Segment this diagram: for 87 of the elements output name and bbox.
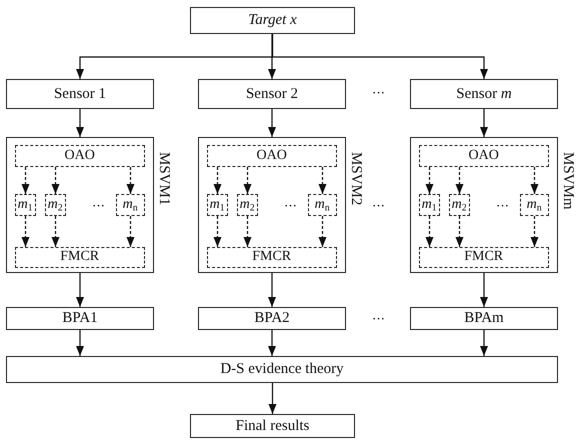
dashed-process-box	[44, 194, 66, 216]
box-label: Target x	[248, 13, 297, 28]
box-label: m$_{1}$	[422, 198, 437, 212]
process-box	[6, 356, 558, 383]
box-label: m$_{n}$	[314, 198, 330, 212]
dashed-process-box	[448, 194, 470, 216]
process-box	[6, 79, 154, 109]
arrow	[52, 167, 60, 194]
arrow	[22, 216, 30, 247]
arrow	[456, 216, 464, 247]
dashed-process-box	[14, 246, 145, 268]
box-label: Sensor 2	[246, 86, 298, 102]
box-label: m$_{2}$	[240, 198, 255, 212]
arrow	[426, 216, 434, 247]
arrow	[268, 273, 276, 307]
box-label: OAO	[468, 148, 499, 163]
box-label: Sensor 1	[54, 86, 106, 102]
box-label: m$_{n}$	[526, 198, 542, 212]
arrow	[480, 273, 488, 307]
box-label: Final results	[236, 418, 310, 434]
dashed-process-box	[308, 194, 337, 216]
dashed-process-box	[520, 194, 549, 216]
ellipsis: ···	[284, 199, 297, 212]
arrow	[126, 216, 134, 247]
arrow	[480, 109, 488, 137]
arrow	[244, 216, 252, 247]
dashed-process-box	[236, 194, 258, 216]
arrow	[214, 167, 222, 194]
ellipsis: ···	[372, 199, 385, 212]
dashed-process-box	[418, 144, 549, 167]
arrow	[126, 167, 134, 194]
box-label: m$_{1}$	[210, 198, 225, 212]
arrow	[426, 167, 434, 194]
process-box	[198, 79, 346, 109]
box-label: BPA1	[62, 311, 98, 326]
arrow	[268, 109, 276, 137]
arrow	[52, 216, 60, 247]
dashed-process-box	[206, 144, 337, 167]
arrow	[76, 330, 84, 356]
arrow	[530, 167, 538, 194]
dashed-process-box	[206, 194, 228, 216]
box-label: FMCR	[60, 250, 100, 264]
box-label: D-S evidence theory	[220, 362, 344, 377]
process-box	[6, 307, 154, 330]
box-label: BPA2	[254, 311, 290, 326]
ellipsis: ···	[372, 86, 385, 99]
module-label: MSVM2	[348, 152, 363, 206]
process-box	[410, 307, 558, 330]
dashed-process-box	[116, 194, 145, 216]
arrow	[268, 383, 276, 414]
process-box	[190, 414, 355, 438]
arrow	[318, 216, 326, 247]
ellipsis: ···	[496, 199, 509, 212]
arrow	[480, 330, 488, 356]
ellipsis: ···	[372, 312, 385, 325]
target-box	[190, 7, 355, 34]
module-label: MSVM1	[156, 152, 171, 206]
arrow	[530, 216, 538, 247]
dashed-process-box	[418, 194, 440, 216]
arrow	[76, 273, 84, 307]
ellipsis: ···	[92, 199, 105, 212]
arrow	[22, 167, 30, 194]
box-label: m$_{2}$	[48, 198, 63, 212]
box-label: FMCR	[464, 250, 504, 264]
dashed-process-box	[418, 246, 549, 268]
box-label: OAO	[64, 148, 95, 163]
module-label: MSVMm	[560, 152, 575, 210]
arrow	[456, 167, 464, 194]
dashed-process-box	[14, 144, 145, 167]
arrow	[76, 109, 84, 137]
box-label: m$_{n}$	[122, 198, 138, 212]
box-label: BPAm	[464, 311, 504, 326]
box-label: OAO	[256, 148, 287, 163]
dashed-process-box	[14, 194, 36, 216]
process-box	[198, 307, 346, 330]
box-label: m$_{2}$	[452, 198, 467, 212]
dashed-process-box	[206, 246, 337, 268]
arrow	[272, 34, 488, 79]
arrow	[214, 216, 222, 247]
arrow	[244, 167, 252, 194]
box-label: m$_{1}$	[18, 198, 33, 212]
box-label: Sensor m	[456, 86, 512, 102]
process-box	[410, 79, 558, 109]
arrow	[268, 330, 276, 356]
box-label: FMCR	[252, 250, 292, 264]
arrow	[268, 34, 276, 79]
arrow	[318, 167, 326, 194]
